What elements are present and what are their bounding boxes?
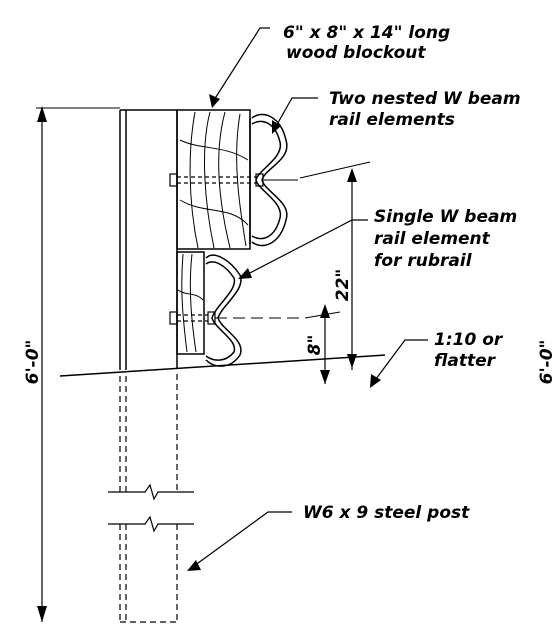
- slope-label-line1: 1:10 or: [434, 330, 504, 350]
- rubrail-height-label: 8": [305, 335, 325, 356]
- single-rail-leader: [243, 219, 368, 277]
- nested-rail-label-line2: rail elements: [329, 110, 455, 130]
- lower-wood-blockout: [176, 251, 205, 355]
- overall-height-label: 6'-0": [23, 340, 43, 385]
- slope-leader: [372, 339, 428, 384]
- rail-height-extension: [299, 161, 371, 179]
- single-rail-label-line2: rail element: [374, 229, 491, 249]
- nested-rail-label-line1: Two nested W beam: [329, 89, 521, 109]
- nested-rail-leader: [274, 97, 318, 129]
- single-rail-label-line1: Single W beam: [374, 207, 517, 227]
- blockout-label-line1: 6" x 8" x 14" long: [283, 23, 450, 43]
- single-w-beam-rail: [205, 254, 242, 367]
- upper-wood-blockout: [176, 109, 251, 250]
- rail-height-dimension: [347, 168, 357, 370]
- slope-label-line2: flatter: [434, 351, 497, 371]
- steel-post: [108, 109, 194, 623]
- overall-height-dimension: [36, 106, 120, 622]
- rail-height-label: 22": [333, 269, 353, 302]
- blockout-label-line2: wood blockout: [286, 43, 426, 63]
- post-leader: [193, 511, 292, 567]
- rubrail-height-dimension: [320, 304, 330, 384]
- overall-height-label-clipped: 6'-0": [537, 340, 556, 385]
- lower-bolt: [169, 311, 216, 325]
- upper-bolt: [169, 173, 264, 187]
- blockout-leader: [213, 27, 270, 101]
- single-rail-label-line3: for rubrail: [374, 251, 473, 271]
- post-label: W6 x 9 steel post: [303, 503, 470, 523]
